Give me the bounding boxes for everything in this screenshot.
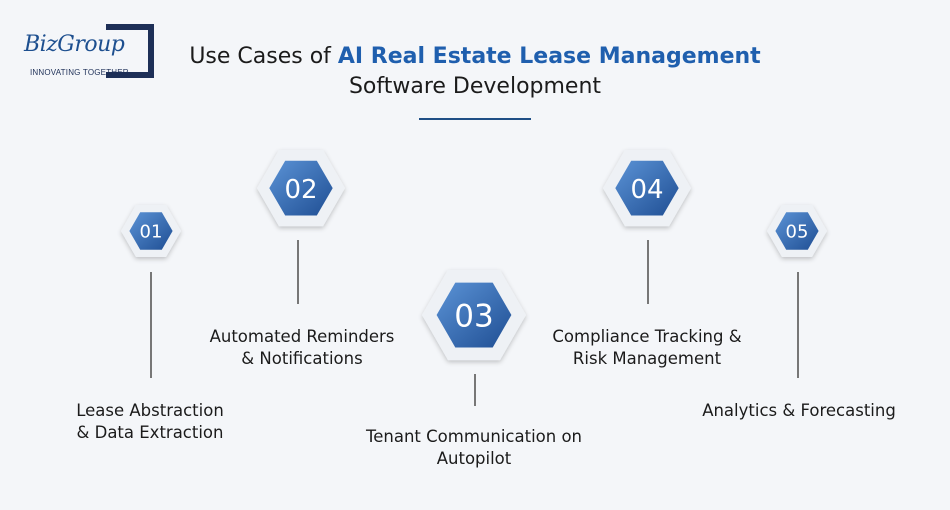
label-03-line2: Autopilot — [436, 449, 512, 468]
label-01-line1: Lease Abstraction — [76, 401, 224, 420]
logo-wordmark: BizGroup — [24, 32, 125, 57]
label-02-line2: & Notifications — [241, 349, 363, 368]
label-05-line1: Analytics & Forecasting — [702, 401, 896, 420]
hexagon-core — [775, 212, 819, 250]
label-01-line2: & Data Extraction — [76, 423, 224, 442]
hexagon-core — [615, 160, 679, 216]
logo-tagline: INNOVATING TOGETHER — [30, 68, 129, 77]
brand-logo: BizGroup INNOVATING TOGETHER — [22, 24, 158, 84]
title-prefix: Use Cases of — [189, 44, 331, 69]
hexagon-01: 01 — [115, 199, 187, 267]
use-case-label-03: Tenant Communication on Autopilot — [340, 426, 608, 470]
hexagon-core — [436, 282, 512, 348]
title-underline — [419, 118, 531, 120]
hexagon-02: 02 — [251, 144, 351, 236]
hexagon-03: 03 — [416, 264, 532, 370]
use-case-label-05: Analytics & Forecasting — [670, 400, 928, 422]
connector-05 — [797, 272, 799, 378]
use-case-label-04: Compliance Tracking & Risk Management — [522, 326, 772, 370]
hexagon-05: 05 — [761, 199, 833, 267]
use-case-number: 01 — [140, 222, 163, 243]
use-case-number: 05 — [786, 222, 809, 243]
use-case-number: 02 — [284, 175, 317, 205]
label-03-line1: Tenant Communication on — [365, 427, 582, 446]
use-case-label-01: Lease Abstraction & Data Extraction — [40, 400, 260, 444]
connector-02 — [297, 240, 299, 304]
label-02-line1: Automated Reminders — [209, 327, 395, 346]
use-case-number: 03 — [454, 298, 493, 334]
logo-bracket — [106, 24, 154, 78]
use-case-label-02: Automated Reminders & Notifications — [177, 326, 427, 370]
connector-03 — [474, 374, 476, 406]
hexagon-core — [269, 160, 333, 216]
label-04-line1: Compliance Tracking & — [552, 327, 742, 346]
hexagon-core — [129, 212, 173, 250]
title-highlight: AI Real Estate Lease Management — [337, 44, 761, 69]
hexagon-04: 04 — [597, 144, 697, 236]
connector-01 — [150, 272, 152, 378]
label-04-line2: Risk Management — [572, 349, 722, 368]
page-title-line1: Use Cases of AI Real Estate Lease Manage… — [150, 42, 800, 72]
use-case-number: 04 — [630, 175, 663, 205]
connector-04 — [647, 240, 649, 304]
page-title-line2: Software Development — [348, 74, 602, 99]
